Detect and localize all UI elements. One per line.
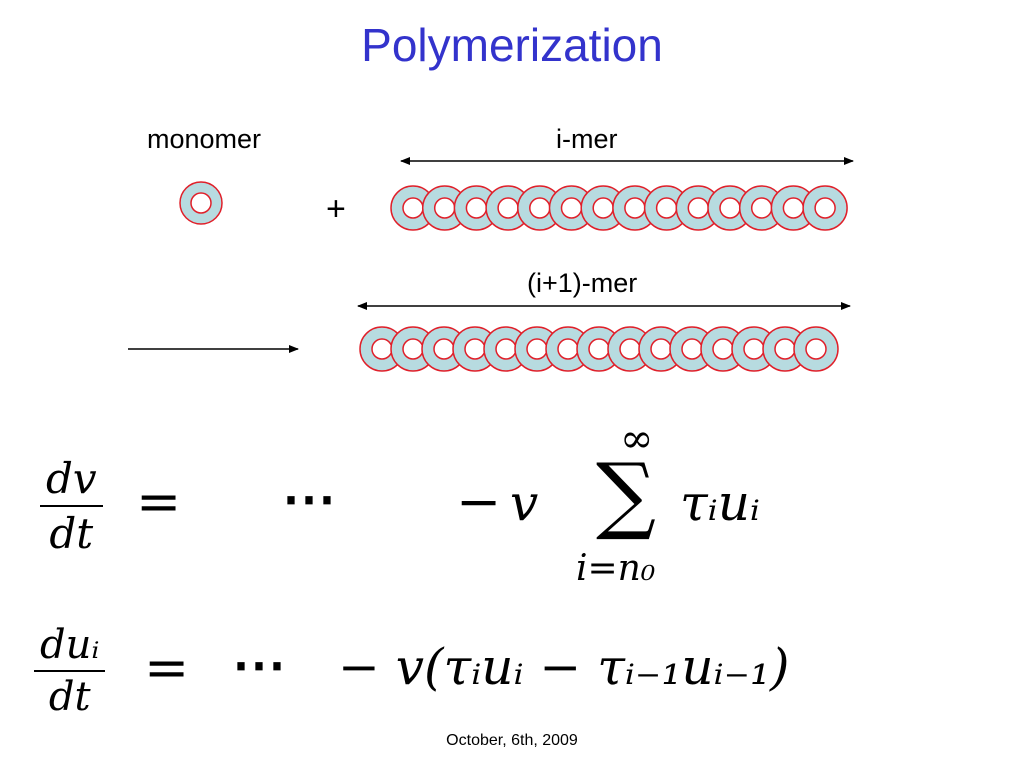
fraction-denominator: dt (48, 674, 91, 720)
ellipsis: ⋯ (282, 466, 336, 530)
slide-title: Polymerization (361, 19, 663, 71)
variable-v: v (510, 474, 539, 532)
polymer-bead (453, 185, 500, 231)
equation-dui-dt: duᵢ dt = ⋯ − v(τᵢuᵢ − τᵢ₋₁uᵢ₋₁) (34, 622, 964, 722)
polymer-bead (669, 326, 715, 372)
polymer-bead (762, 326, 808, 372)
polymer-bead (612, 185, 658, 231)
polymer-bead (548, 185, 595, 231)
polymer-bead (545, 326, 591, 372)
rhs-expression: − v(τᵢuᵢ − τᵢ₋₁uᵢ₋₁) (338, 638, 790, 696)
summand-term: τᵢuᵢ (680, 474, 760, 532)
polymer-bead (802, 185, 848, 231)
polymer-bead (793, 326, 839, 372)
minus-sign: − (456, 470, 502, 533)
fraction-numerator: duᵢ (40, 622, 100, 668)
polymer-bead (485, 185, 531, 231)
polymer-bead (738, 185, 785, 231)
polymer-diagram (128, 157, 854, 372)
fraction-bar (34, 670, 106, 672)
summation-sign: ∑ (596, 445, 656, 543)
sum-lower-limit: i=n₀ (576, 548, 656, 589)
polymer-bead (421, 326, 467, 372)
polymer-bead (580, 185, 626, 231)
i1mer-label: (i+1)-mer (527, 268, 638, 298)
dv-dt-fraction: dv dt (40, 454, 103, 558)
i1mer-chain (359, 326, 839, 372)
fraction-denominator: dt (49, 509, 94, 558)
sum-upper-limit: ∞ (620, 416, 654, 462)
ellipsis: ⋯ (232, 632, 286, 696)
polymer-bead (452, 326, 498, 372)
imer-chain (390, 185, 848, 231)
polymer-bead (700, 326, 746, 372)
equation-dv-dt: dv dt = ⋯ − v ∞ ∑ i=n₀ τᵢuᵢ (40, 416, 860, 592)
polymer-bead (643, 185, 690, 231)
polymer-bead (770, 185, 817, 231)
imer-label: i-mer (556, 124, 618, 154)
equals-sign: = (144, 636, 190, 699)
plus-sign: + (326, 190, 346, 228)
fraction-bar (40, 505, 103, 507)
equals-sign: = (136, 470, 182, 533)
fraction-numerator: dv (46, 454, 97, 503)
polymer-bead (638, 326, 684, 372)
polymer-bead (707, 185, 753, 231)
polymer-bead (514, 326, 560, 372)
monomer-label: monomer (147, 124, 262, 154)
polymer-bead (421, 185, 468, 231)
dui-dt-fraction: duᵢ dt (34, 622, 106, 720)
footer-date: October, 6th, 2009 (446, 732, 578, 749)
monomer-bead (179, 181, 223, 225)
polymer-bead (607, 326, 653, 372)
polymer-bead (675, 185, 722, 231)
